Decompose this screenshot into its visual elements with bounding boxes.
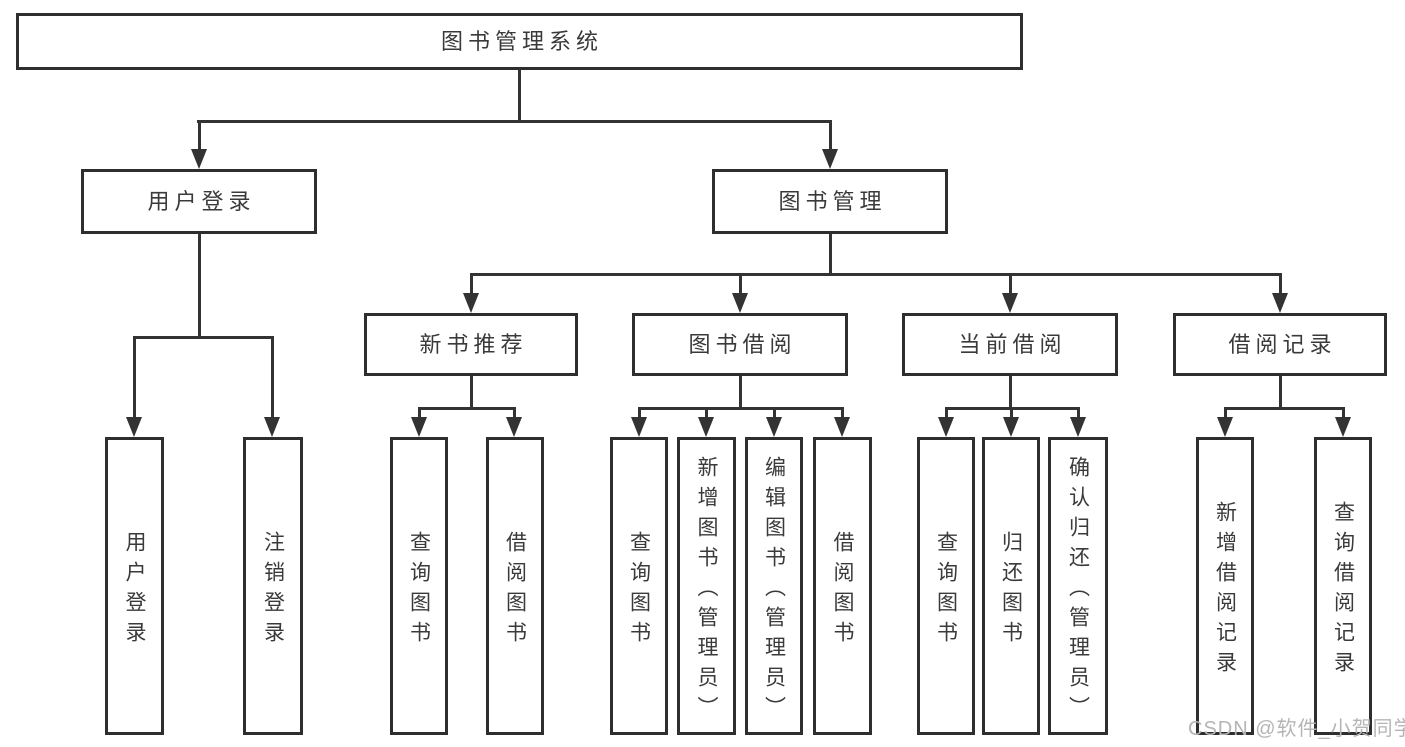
arrow-down-icon <box>732 273 748 313</box>
connector-current-borrow-rail <box>945 407 1080 410</box>
node-book-borrowing: 图书借阅 <box>632 313 848 376</box>
node-book-management: 图书管理 <box>712 169 948 234</box>
connector-book-borrow-rail <box>638 407 844 410</box>
arrow-down-icon <box>411 407 427 437</box>
node-label: 新增图书（管理员） <box>695 455 718 726</box>
leaf-borrow-books-2: 借阅图书 <box>813 437 872 735</box>
leaf-add-borrow-record: 新增借阅记录 <box>1196 437 1254 735</box>
node-label: 当前借阅 <box>958 331 1067 357</box>
connector-new-book-stem <box>469 376 473 409</box>
node-label: 借阅图书 <box>831 530 854 651</box>
watermark: CSDN @软件_小贺同学 <box>1188 718 1405 740</box>
node-label: 注销登录 <box>261 530 285 651</box>
node-label: 查询借阅记录 <box>1331 500 1355 681</box>
arrow-down-icon <box>264 336 280 437</box>
arrow-down-icon <box>126 336 142 437</box>
leaf-return-books: 归还图书 <box>982 437 1040 735</box>
leaf-query-books-3: 查询图书 <box>917 437 975 735</box>
leaf-user-login: 用户登录 <box>105 437 164 735</box>
arrow-down-icon <box>1272 273 1288 313</box>
connector-borrow-records-rail <box>1224 407 1345 410</box>
arrow-down-icon <box>822 120 838 169</box>
node-label: 借阅记录 <box>1228 331 1337 357</box>
connector-user-login-rail <box>133 336 274 339</box>
arrow-down-icon <box>698 407 714 437</box>
connector-borrow-records-stem <box>1278 376 1282 409</box>
node-label: 图书管理系统 <box>440 28 603 54</box>
node-label: 查询图书 <box>627 530 651 651</box>
node-label: 编辑图书（管理员） <box>762 455 786 726</box>
arrow-down-icon <box>766 407 782 437</box>
node-label: 图书借阅 <box>688 331 797 357</box>
arrow-down-icon <box>1070 407 1086 437</box>
node-label: 用户登录 <box>123 530 146 651</box>
node-label: 确认归还（管理员） <box>1066 455 1090 726</box>
node-label: 图书管理 <box>778 188 887 214</box>
leaf-query-books-1: 查询图书 <box>390 437 448 735</box>
connector-new-book-rail <box>418 407 516 410</box>
arrow-down-icon <box>834 407 850 437</box>
node-new-book-recommend: 新书推荐 <box>364 313 578 376</box>
arrow-down-icon <box>1002 273 1018 313</box>
connector-book-borrow-stem <box>738 376 742 409</box>
leaf-confirm-return-admin: 确认归还（管理员） <box>1048 437 1108 735</box>
arrow-down-icon <box>506 407 522 437</box>
connector-level3-rail <box>470 273 1281 276</box>
leaf-query-borrow-record: 查询借阅记录 <box>1314 437 1372 735</box>
leaf-query-books-2: 查询图书 <box>610 437 668 735</box>
node-borrowing-records: 借阅记录 <box>1173 313 1387 376</box>
node-label: 归还图书 <box>999 530 1023 651</box>
leaf-borrow-books-1: 借阅图书 <box>486 437 544 735</box>
node-user-login: 用户登录 <box>81 169 317 234</box>
node-label: 新增借阅记录 <box>1213 500 1237 681</box>
connector-root-stem <box>518 69 521 122</box>
arrow-down-icon <box>1003 407 1019 437</box>
connector-user-login-stem <box>197 234 201 336</box>
arrow-down-icon <box>631 407 647 437</box>
connector-current-borrow-stem <box>1008 376 1012 409</box>
arrow-down-icon <box>938 407 954 437</box>
node-label: 新书推荐 <box>419 331 528 357</box>
connector-book-mgmt-stem <box>828 234 832 275</box>
leaf-edit-book-admin: 编辑图书（管理员） <box>745 437 803 735</box>
node-current-borrowing: 当前借阅 <box>902 313 1118 376</box>
arrow-down-icon <box>191 120 207 169</box>
node-root: 图书管理系统 <box>16 13 1023 70</box>
node-label: 借阅图书 <box>503 530 527 651</box>
arrow-down-icon <box>1217 407 1233 437</box>
node-label: 查询图书 <box>407 530 431 651</box>
arrow-down-icon <box>463 273 479 313</box>
leaf-add-book-admin: 新增图书（管理员） <box>677 437 736 735</box>
arrow-down-icon <box>1335 407 1351 437</box>
leaf-logout-login: 注销登录 <box>243 437 303 735</box>
connector-level2-rail <box>197 120 832 123</box>
node-label: 查询图书 <box>934 530 958 651</box>
node-label: 用户登录 <box>147 188 256 214</box>
